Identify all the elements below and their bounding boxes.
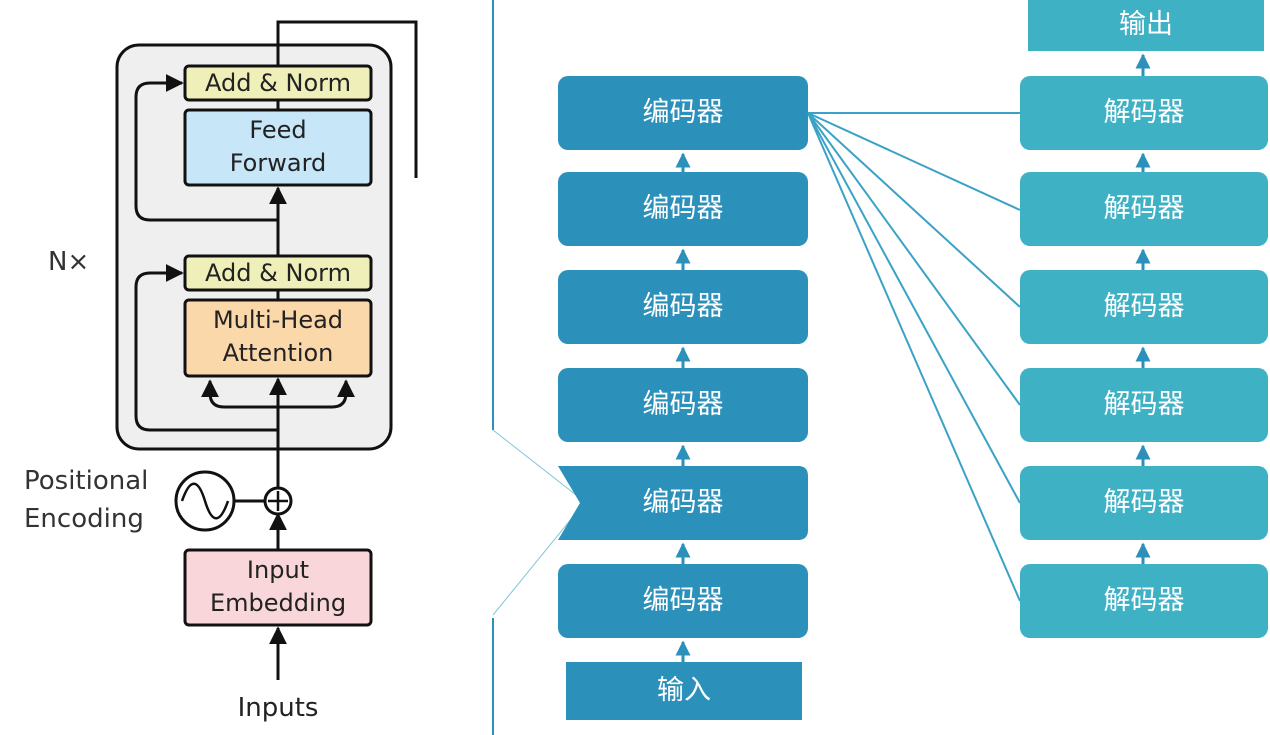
- connection-3: [807, 112, 1021, 308]
- input-box: [566, 662, 802, 720]
- encoder-box-3: [558, 368, 808, 442]
- connection-5: [807, 112, 1021, 504]
- sine-wave-icon: [180, 482, 230, 520]
- multi-head-attention-box: [183, 298, 373, 378]
- encoder-stack-frame: [115, 43, 393, 451]
- encoder-box-1: [558, 564, 808, 638]
- add-norm-top-box: [183, 64, 373, 102]
- encoder-box-6: [558, 76, 808, 150]
- connection-4: [807, 112, 1021, 406]
- decoder-box-6: [1020, 76, 1268, 150]
- attention-v-arrow: [278, 379, 355, 409]
- input-embedding-box: [183, 548, 373, 627]
- output-wire: [276, 20, 418, 178]
- residual-connection-2: [134, 74, 278, 222]
- output-box: [1028, 0, 1264, 51]
- encoder-box-2: [558, 466, 808, 540]
- decoder-box-1: [1020, 564, 1268, 638]
- decoder-box-5: [1020, 172, 1268, 246]
- add-norm-bottom-box: [183, 254, 373, 292]
- feed-forward-box: [183, 108, 373, 187]
- connection-6: [807, 112, 1021, 602]
- decoder-box-3: [1020, 368, 1268, 442]
- connection-2: [807, 112, 1021, 211]
- encoder-decoder-connections: [807, 112, 1021, 602]
- decoder-box-4: [1020, 270, 1268, 344]
- encoder-box-4: [558, 270, 808, 344]
- attention-k-arrow: [201, 379, 278, 409]
- decoder-box-2: [1020, 466, 1268, 540]
- residual-connection-1: [134, 264, 278, 432]
- encoder-box-5: [558, 172, 808, 246]
